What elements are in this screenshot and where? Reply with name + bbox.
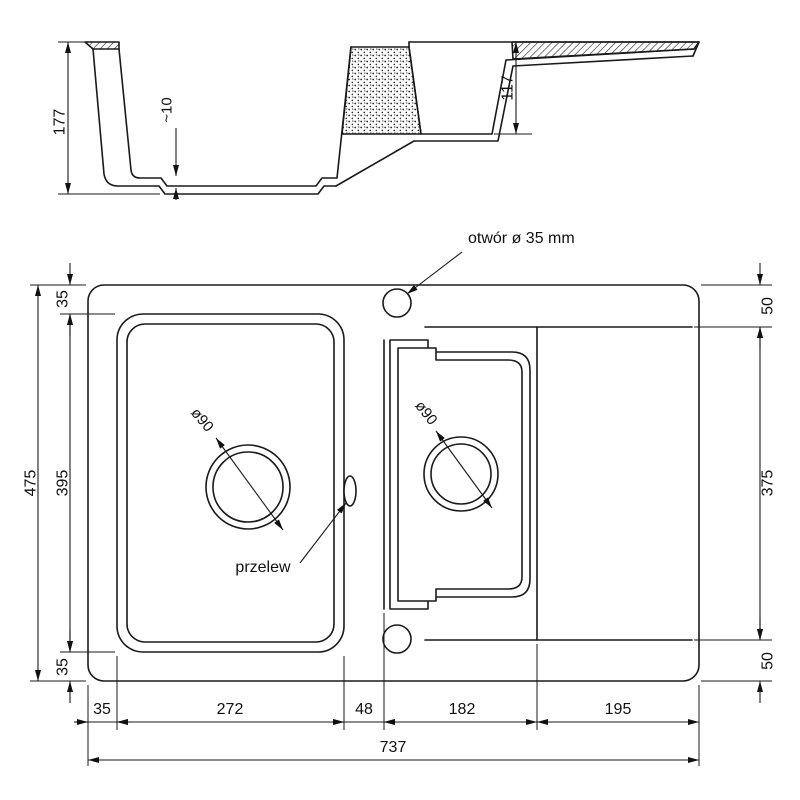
dim-depth-right: 117	[494, 42, 532, 135]
overflow-leader	[299, 502, 347, 564]
cross-section-view: 177 ~10 117	[52, 41, 700, 200]
overflow-label: przelew	[235, 559, 291, 576]
divider-section	[341, 46, 422, 135]
dim-bottom-step-value: ~10	[159, 97, 176, 122]
drain-right-diameter-leader	[435, 430, 493, 509]
dim-depth-total-value: 177	[52, 109, 69, 136]
right-basin-outer-wall	[413, 55, 694, 142]
drain-left-inner	[212, 451, 284, 523]
left-rim-section	[84, 41, 120, 50]
dim-right-bottom-value: 50	[760, 652, 777, 670]
dim-right-column: 50 375 50	[694, 263, 777, 703]
dim-height-total: 475	[23, 284, 86, 682]
dim-drainboard-value: 195	[605, 701, 632, 718]
dim-left-margin-value: 35	[93, 701, 111, 718]
dim-bottom-row: 35 272 48 182 195	[74, 613, 700, 766]
top-view: ø90 ø90 otwór ø 35 mm przel	[23, 230, 777, 766]
overflow-callout: przelew	[235, 475, 357, 576]
tap-hole-label: otwór ø 35 mm	[468, 230, 575, 247]
tap-hole-bottom	[382, 624, 412, 654]
dim-bottom-margin-value: 35	[55, 658, 72, 676]
dim-width-total-value: 737	[380, 739, 407, 756]
drainboard	[424, 326, 693, 641]
right-basin-inner-wall	[408, 46, 695, 135]
dim-top-margin: 35	[55, 263, 73, 336]
dim-width-total: 737	[88, 739, 699, 763]
dim-depth-total: 177	[52, 41, 160, 195]
right-basin: ø90	[389, 339, 531, 610]
dim-depth-right-value: 117	[500, 75, 517, 101]
dim-left-basin-value: 272	[217, 701, 244, 718]
tap-hole-leader	[406, 251, 463, 295]
dim-center-value: 48	[355, 701, 373, 718]
left-basin-inner-wall	[118, 46, 352, 187]
dim-right-basin-value: 182	[449, 701, 476, 718]
drainboard-section	[511, 41, 700, 60]
divider-underside	[335, 140, 415, 187]
overflow-slot	[343, 475, 357, 507]
left-basin: ø90	[116, 313, 345, 653]
tap-hole-callout: otwór ø 35 mm	[406, 230, 575, 295]
dim-bottom-margin: 35	[55, 630, 73, 703]
left-basin-outer-wall	[92, 48, 337, 195]
tap-hole-top	[382, 288, 412, 318]
dim-basin-height-value: 395	[55, 470, 72, 497]
dim-bottom-step: ~10	[159, 97, 179, 200]
dim-top-margin-value: 35	[55, 290, 72, 308]
dim-right-middle-value: 375	[760, 470, 777, 497]
dim-height-total-value: 475	[23, 470, 40, 497]
dim-right-top-value: 50	[760, 297, 777, 315]
drain-left-diameter-leader	[215, 437, 284, 531]
